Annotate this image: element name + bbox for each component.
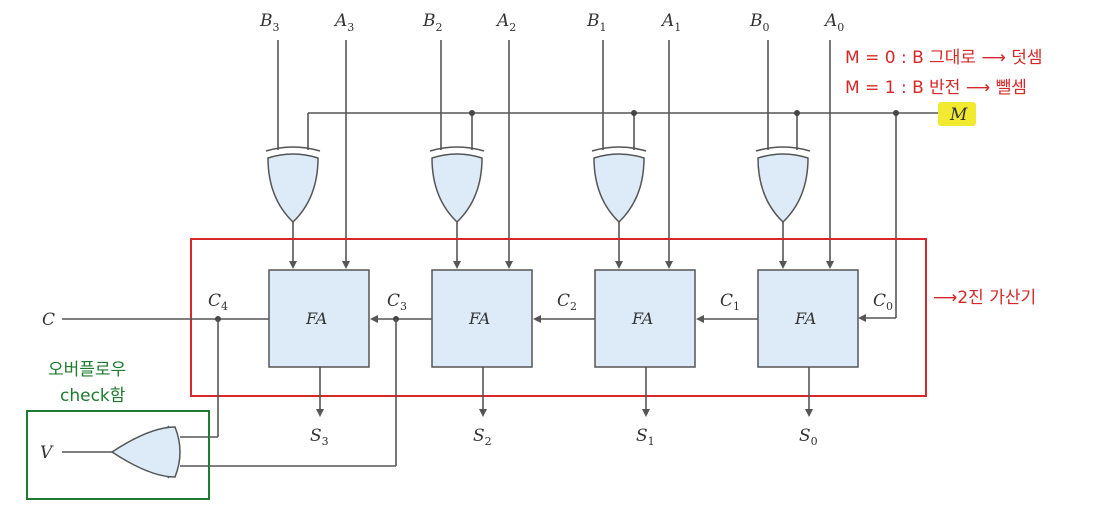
full-adder-2-label: FA <box>468 309 490 328</box>
overflow-outline <box>26 410 210 500</box>
mode-note-line2: M = 1 : B 반전 ⟶ 뺄셈 <box>845 78 1027 98</box>
overflow-note-line1: 오버플로우 <box>48 360 126 380</box>
overflow-label: V <box>40 443 54 463</box>
sum-s1-label: S1 <box>636 426 655 448</box>
carry-out-label: C <box>42 310 55 330</box>
sum-s3-label: S3 <box>310 426 329 448</box>
xor-gate-1 <box>591 146 647 224</box>
sum-outputs: S3 S2 S1 S0 <box>310 367 818 448</box>
sum-s2-label: S2 <box>473 426 492 448</box>
full-adder-0-label: FA <box>794 309 816 328</box>
full-adder-1-label: FA <box>631 309 653 328</box>
xor-overflow-gate <box>110 426 181 478</box>
adder-outline <box>190 238 927 397</box>
input-b0-label: B0 <box>749 11 770 34</box>
input-a1-label: A1 <box>660 11 681 34</box>
xor-output-wires <box>289 222 787 269</box>
arrow-a2 <box>505 261 513 269</box>
input-b2-label: B2 <box>422 11 443 34</box>
junction-m-2 <box>469 110 475 116</box>
junction-m-c0 <box>893 110 899 116</box>
input-labels: B3 A3 B2 A2 B1 A1 B0 A0 <box>259 11 844 34</box>
annotations: M = 0 : B 그대로 ⟶ 덧셈 M = 1 : B 반전 ⟶ 뺄셈 ⟶2진… <box>48 48 1043 406</box>
xor-gate-2 <box>429 146 485 224</box>
mode-note-line1: M = 0 : B 그대로 ⟶ 덧셈 <box>845 48 1043 68</box>
mode-label: M <box>949 105 968 125</box>
junction-m-0 <box>794 110 800 116</box>
carry-c3-label: C3 <box>387 291 407 313</box>
input-wires <box>277 40 834 269</box>
arrow-a3 <box>342 261 350 269</box>
overflow-circuit: V <box>26 319 397 500</box>
mode-line: M <box>307 102 976 322</box>
carry-c2-label: C2 <box>557 291 577 313</box>
xor-gate-0 <box>755 146 811 224</box>
mode-highlight <box>938 102 976 126</box>
input-a3-label: A3 <box>333 11 354 34</box>
input-b3-label: B3 <box>259 11 280 34</box>
arrow-a0 <box>826 261 834 269</box>
arrow-a1 <box>665 261 673 269</box>
input-a0-label: A0 <box>823 11 844 34</box>
carry-c4-label: C4 <box>208 291 228 313</box>
xor-gate-3 <box>265 146 321 224</box>
input-a2-label: A2 <box>495 11 516 34</box>
junction-m-1 <box>631 110 637 116</box>
xor-gates <box>265 146 811 224</box>
full-adder-3-label: FA <box>305 309 327 328</box>
full-adder-0 <box>757 269 859 368</box>
carry-c0-label: C0 <box>873 291 893 313</box>
overflow-note-line2: check함 <box>60 386 126 406</box>
sum-s0-label: S0 <box>799 426 818 448</box>
adder-note: ⟶2진 가산기 <box>933 288 1036 308</box>
carry-c1-label: C1 <box>720 291 740 313</box>
carry-chain: C C4 C3 C2 C1 C0 <box>42 291 893 330</box>
full-adder-3 <box>268 269 370 368</box>
input-b1-label: B1 <box>586 11 607 34</box>
full-adder-1 <box>594 269 696 368</box>
arrow-c0 <box>858 314 866 322</box>
